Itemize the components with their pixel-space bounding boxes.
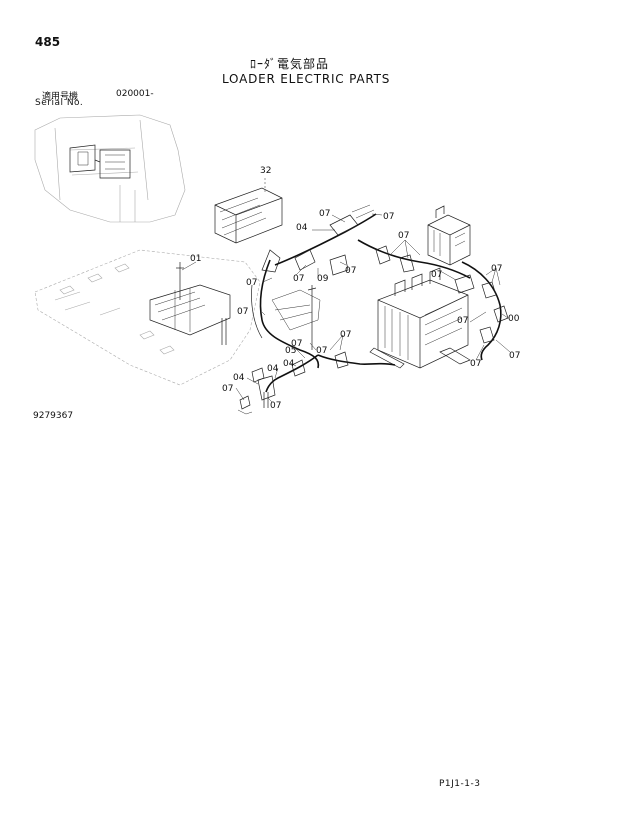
callout-07: 07 bbox=[431, 270, 442, 280]
callout-07: 07 bbox=[291, 339, 302, 349]
callout-04: 04 bbox=[267, 364, 279, 374]
serial-label: Serial No. bbox=[35, 98, 84, 108]
lower-harness bbox=[237, 351, 396, 415]
callout-32: 32 bbox=[260, 166, 271, 176]
callout-09: 09 bbox=[317, 274, 329, 284]
callout-04: 04 bbox=[296, 223, 308, 233]
callout-07: 07 bbox=[270, 401, 281, 411]
callout-07: 07 bbox=[457, 316, 468, 326]
callout-05: 05 bbox=[285, 346, 296, 356]
callout-07: 07 bbox=[509, 351, 520, 361]
solenoid-valve-illustration bbox=[427, 205, 471, 266]
callout-07: 07 bbox=[237, 307, 248, 317]
cab-reference-illustration bbox=[34, 114, 186, 223]
callout-07: 07 bbox=[398, 231, 409, 241]
callout-07: 07 bbox=[293, 274, 304, 284]
callout-07: 07 bbox=[340, 330, 351, 340]
callout-01: 01 bbox=[190, 254, 201, 264]
callout-07: 07 bbox=[222, 384, 233, 394]
sheet-code: P1J1-1-3 bbox=[439, 779, 481, 789]
page-number: 485 bbox=[35, 35, 61, 49]
callout-07: 07 bbox=[383, 212, 394, 222]
boom-harness bbox=[274, 204, 471, 279]
control-valve-illustration bbox=[369, 267, 471, 369]
page-title-japanese: ﾛｰﾀﾞ電気部品 bbox=[250, 57, 330, 71]
callout-07: 07 bbox=[345, 266, 356, 276]
callout-07: 07 bbox=[316, 346, 327, 356]
leader-lines bbox=[181, 213, 511, 403]
controller-unit bbox=[214, 178, 283, 244]
serial-number-value: 020001- bbox=[116, 89, 154, 99]
callout-00: 00 bbox=[508, 314, 520, 324]
callout-07: 07 bbox=[491, 264, 502, 274]
valve-harness bbox=[454, 261, 509, 361]
callout-07: 07 bbox=[319, 209, 330, 219]
callout-04: 04 bbox=[283, 359, 295, 369]
serial-label-japanese: 適用号機 bbox=[42, 92, 79, 102]
callout-07: 07 bbox=[470, 359, 481, 369]
page-title: LOADER ELECTRIC PARTS bbox=[222, 72, 391, 86]
callout-07: 07 bbox=[246, 278, 257, 288]
floor-plate-illustration bbox=[34, 249, 261, 386]
drawing-number: 9279367 bbox=[33, 411, 74, 421]
callout-04: 04 bbox=[233, 373, 245, 383]
